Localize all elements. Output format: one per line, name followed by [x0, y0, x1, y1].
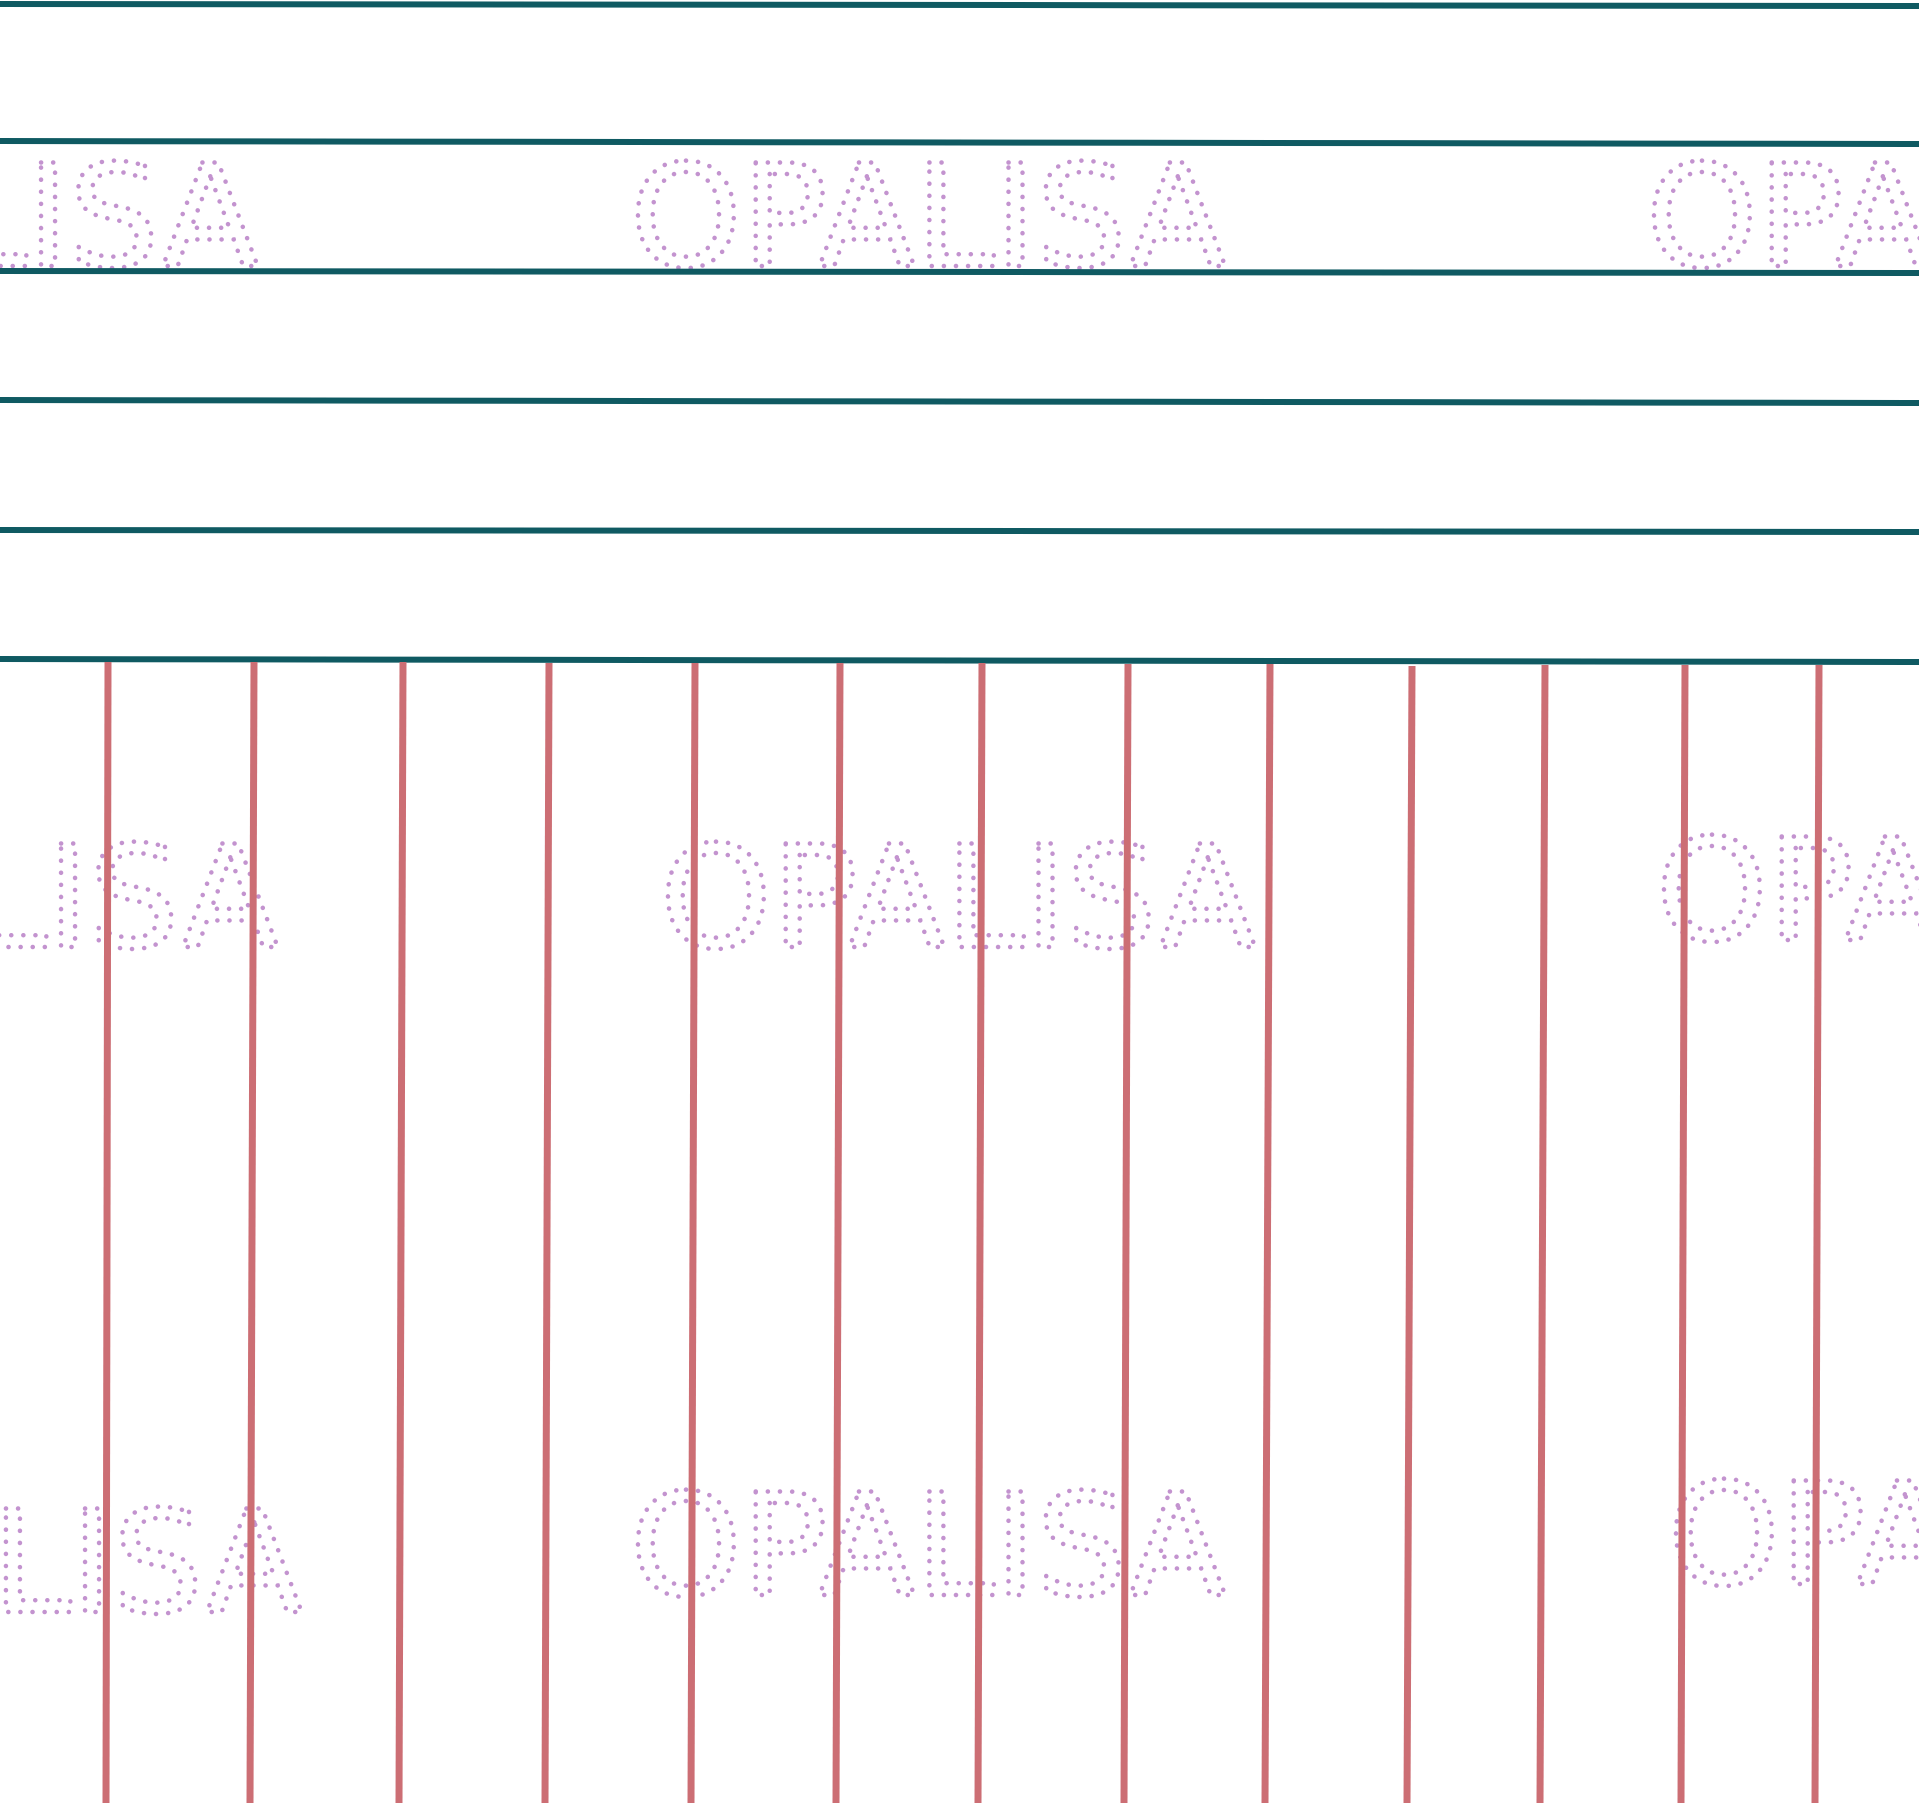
horizontal-rule	[0, 138, 1919, 147]
vertical-rule	[1811, 664, 1823, 1803]
vertical-rule	[687, 662, 699, 1803]
vertical-rule	[1677, 664, 1689, 1803]
watermark-fragment-right: OPA	[1668, 1453, 1919, 1618]
watermark-text: OPALISA	[630, 1464, 1226, 1629]
watermark-text: OPALISA	[660, 816, 1256, 981]
vertical-rule	[102, 661, 112, 1803]
watermark-fragment-left: LISA	[0, 135, 259, 300]
vertical-rule	[246, 661, 258, 1803]
watermark-layer: LISA OPALISA OPA LISA OPALISA OPA LISA O…	[0, 133, 1919, 1649]
horizontal-rule	[0, 527, 1919, 535]
vertical-rule	[395, 661, 407, 1803]
horizontal-rules	[0, 1, 1919, 665]
watermark-fragment-left: LISA	[0, 1481, 303, 1646]
vertical-rule	[1536, 664, 1549, 1803]
horizontal-rule	[0, 1, 1919, 9]
watermark-text: OPALISA	[630, 135, 1226, 300]
watermark-fragment-right: OPA	[1656, 809, 1919, 974]
horizontal-rule	[0, 397, 1919, 406]
vertical-rules	[102, 661, 1823, 1803]
vertical-rule	[541, 662, 553, 1803]
vertical-rule	[1261, 663, 1274, 1803]
vertical-rule	[832, 662, 844, 1803]
watermark-fragment-left: LISA	[0, 816, 279, 981]
horizontal-rule	[0, 656, 1919, 665]
horizontal-rule	[0, 268, 1919, 276]
vertical-rule	[1120, 663, 1132, 1803]
vertical-rule	[1403, 665, 1416, 1803]
vertical-rule	[974, 662, 986, 1803]
